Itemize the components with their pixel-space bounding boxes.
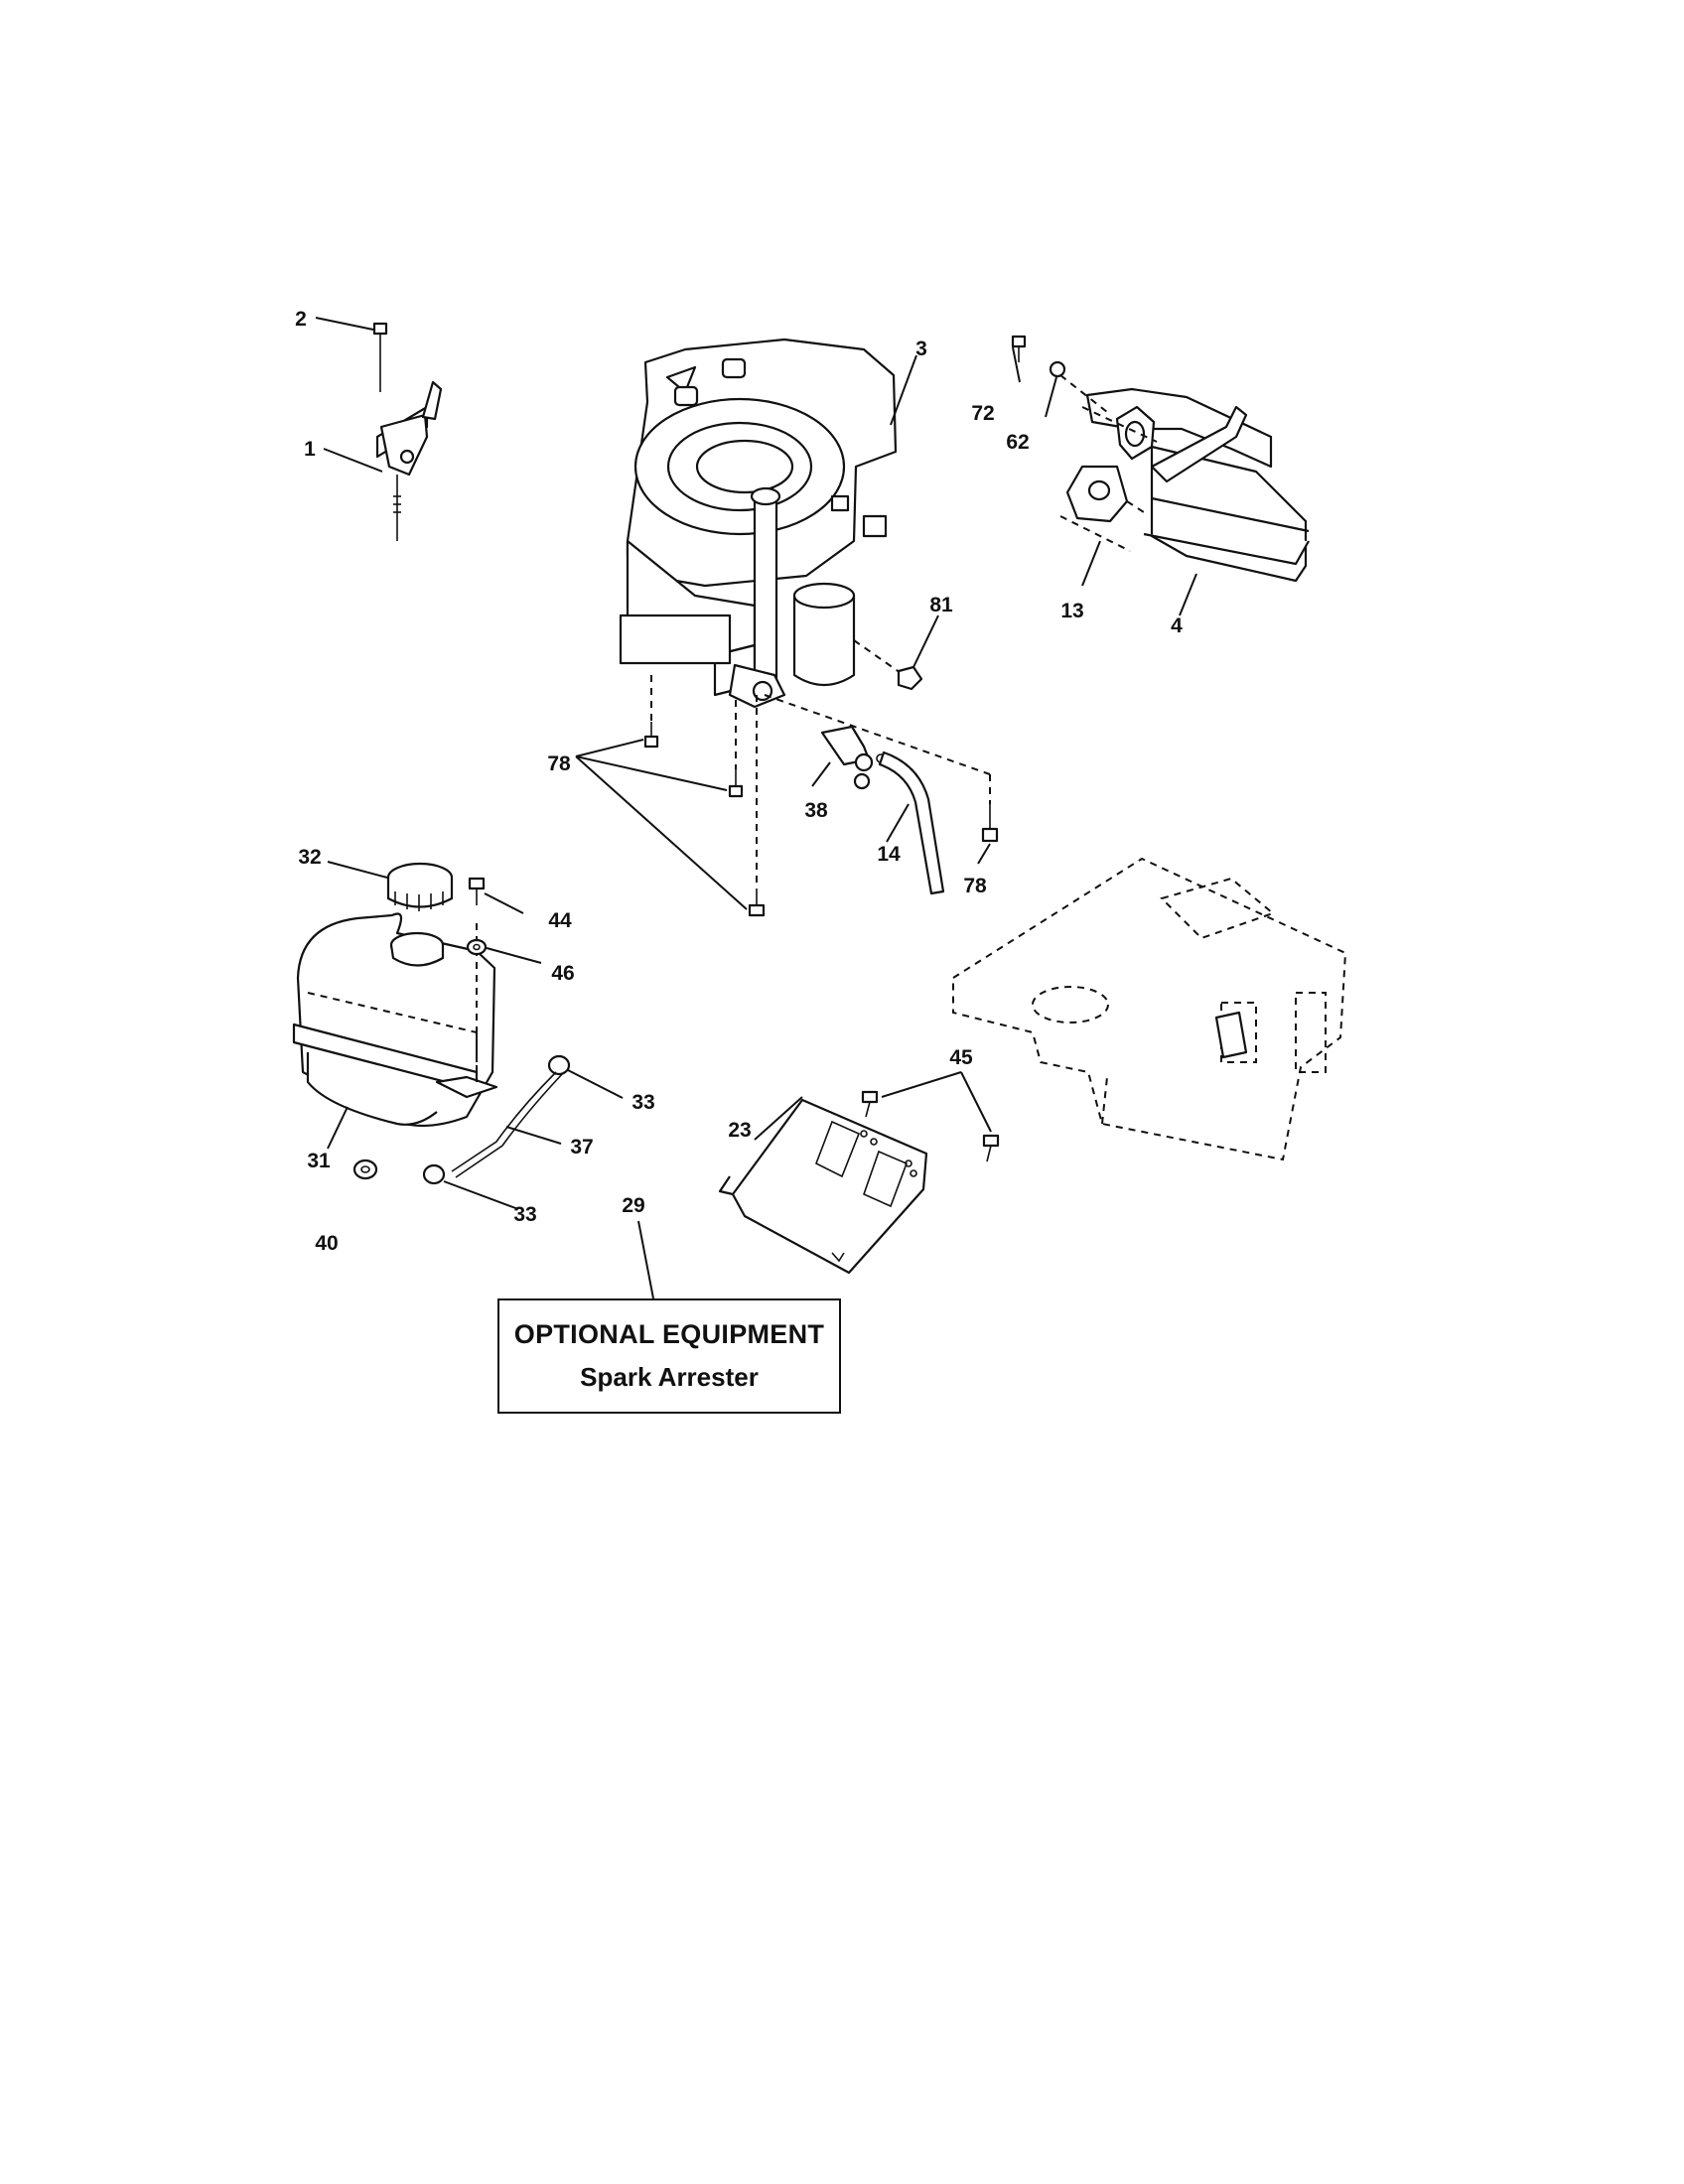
screw-44-part [466,877,488,956]
fitting-38-part [820,725,886,790]
optional-equipment-title: OPTIONAL EQUIPMENT [513,1319,825,1349]
callout-29: 29 [622,1194,644,1217]
callout-78-right: 78 [963,875,987,897]
callout-2: 2 [295,308,307,331]
frame-part [952,857,1347,1161]
callout-40: 40 [315,1232,338,1255]
fuel-tank-part [292,862,498,1128]
callout-33-upper: 33 [632,1091,654,1114]
callout-46: 46 [551,962,574,985]
engine-mounting-bolts [643,675,999,917]
callout-33-lower: 33 [513,1203,536,1226]
callout-72: 72 [971,402,994,425]
callout-38: 38 [804,799,828,822]
callout-45: 45 [949,1046,973,1069]
callout-44: 44 [548,909,572,932]
callout-62: 62 [1006,431,1029,454]
shield-23-part [718,1090,1000,1275]
callout-31: 31 [307,1150,331,1172]
callout-32: 32 [298,846,321,869]
callout-37: 37 [570,1136,593,1159]
oil-drain-hose-part [878,751,945,895]
fuel-line-part [422,1054,571,1185]
nut-81-part [897,665,923,691]
callout-23: 23 [728,1119,751,1142]
callout-4: 4 [1171,614,1183,637]
callout-81: 81 [929,594,953,616]
callout-78-left: 78 [547,752,571,775]
optional-equipment-box: OPTIONAL EQUIPMENT Spark Arrester [497,1298,841,1414]
grommet-40-part [352,1159,378,1180]
callout-14: 14 [877,843,901,866]
callout-13: 13 [1060,600,1083,622]
spark-arrester-label: Spark Arrester [580,1362,759,1392]
engine-part [619,338,898,709]
callout-1: 1 [304,438,316,461]
muffler-assembly-part [1011,335,1310,583]
throttle-control-part [372,322,443,541]
callout-3: 3 [915,338,927,360]
